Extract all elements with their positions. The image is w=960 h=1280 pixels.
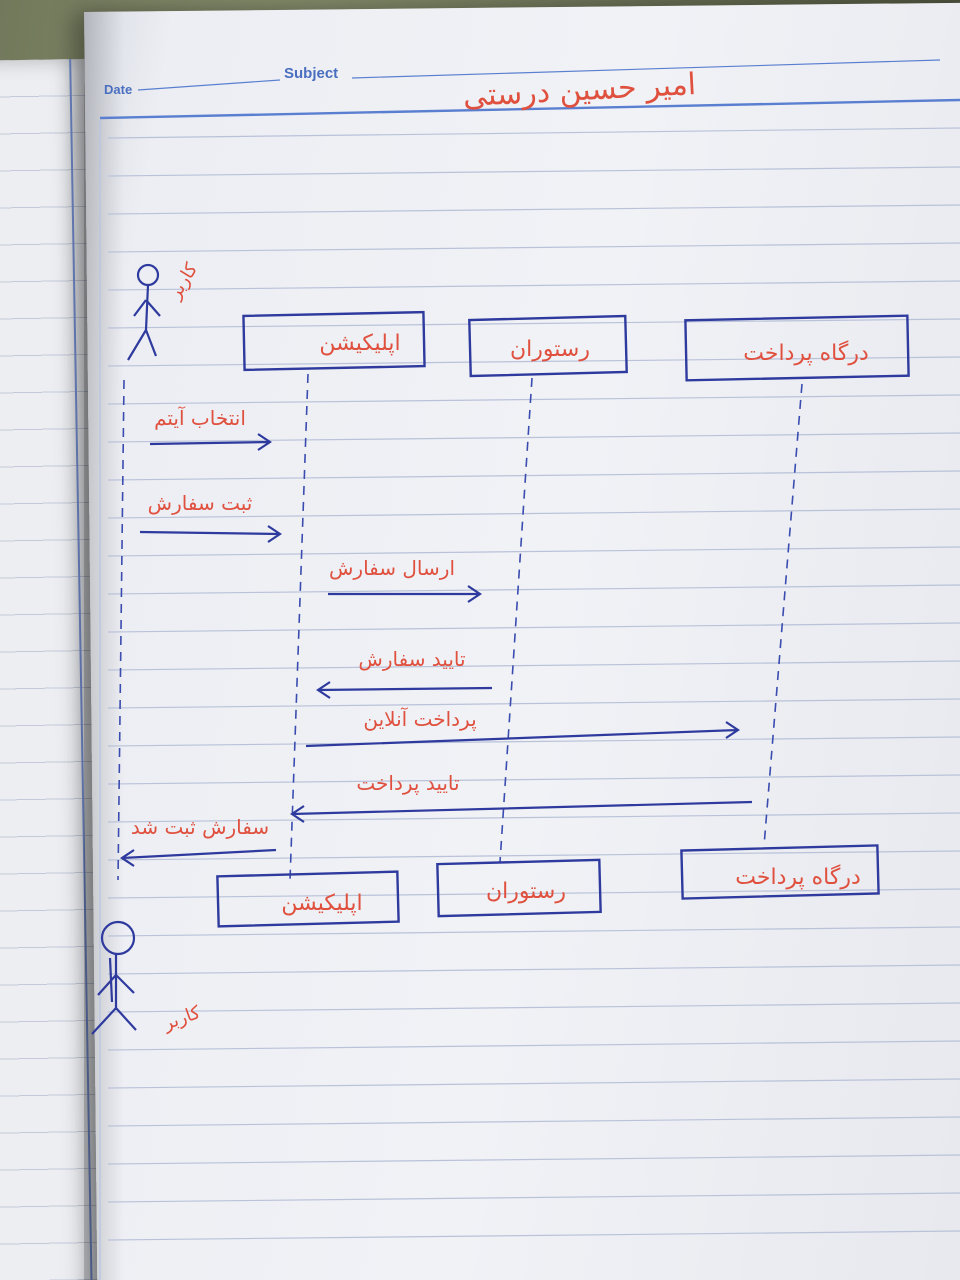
actor-head <box>136 263 160 287</box>
participant-gateway-top: درگاه پرداخت <box>684 314 910 382</box>
date-label: Date <box>104 82 132 97</box>
participant-gateway-label: درگاه پرداخت <box>743 340 869 366</box>
message-label: ارسال سفارش <box>329 556 455 580</box>
ruled-lines <box>107 127 960 1241</box>
actor-head <box>100 920 136 956</box>
actor-bottom: کاربر <box>91 920 204 1035</box>
participant-restaurant-label: رستوران <box>510 337 590 362</box>
subject-label: Subject <box>284 65 338 82</box>
actor-top: کاربر <box>127 259 203 361</box>
participant-app-label-bottom: اپلیکیشن <box>281 891 362 916</box>
lifeline-restaurant <box>499 377 533 863</box>
message-order-placed: سفارش ثبت شد <box>120 815 277 867</box>
message-place-order: ثبت سفارش <box>139 491 282 543</box>
participant-app-label: اپلیکیشن <box>319 331 400 356</box>
participant-restaurant-bottom: رستوران <box>436 858 602 918</box>
participant-restaurant-label-bottom: رستوران <box>486 879 566 904</box>
message-label: انتخاب آیتم <box>154 405 246 430</box>
message-label: سفارش ثبت شد <box>131 815 269 839</box>
participant-app-top: اپلیکیشن <box>242 310 426 372</box>
message-send-order: ارسال سفارش <box>328 556 482 603</box>
participant-gateway-label-bottom: درگاه پرداخت <box>735 864 861 890</box>
message-label: تایید پرداخت <box>356 771 459 796</box>
message-label: پرداخت آنلاین <box>363 706 476 732</box>
participant-restaurant-top: رستوران <box>468 314 628 378</box>
message-select-item: انتخاب آیتم <box>149 405 272 451</box>
message-confirm-payment: تایید پرداخت <box>290 771 753 823</box>
lifeline-actor <box>117 379 125 881</box>
lifeline-app <box>289 373 309 881</box>
message-confirm-order: تایید سفارش <box>316 647 493 699</box>
message-online-payment: پرداخت آنلاین <box>305 706 740 748</box>
participant-app-bottom: اپلیکیشن <box>216 870 400 928</box>
actor-label-top: کاربر <box>164 259 203 303</box>
page-header: Date Subject امیر حسین درستی <box>99 59 960 1280</box>
participant-gateway-bottom: درگاه پرداخت <box>680 844 880 900</box>
actor-label-bottom: کاربر <box>160 1002 204 1035</box>
message-label: ثبت سفارش <box>148 491 253 515</box>
lifeline-gateway <box>763 383 803 847</box>
message-label: تایید سفارش <box>358 647 465 671</box>
